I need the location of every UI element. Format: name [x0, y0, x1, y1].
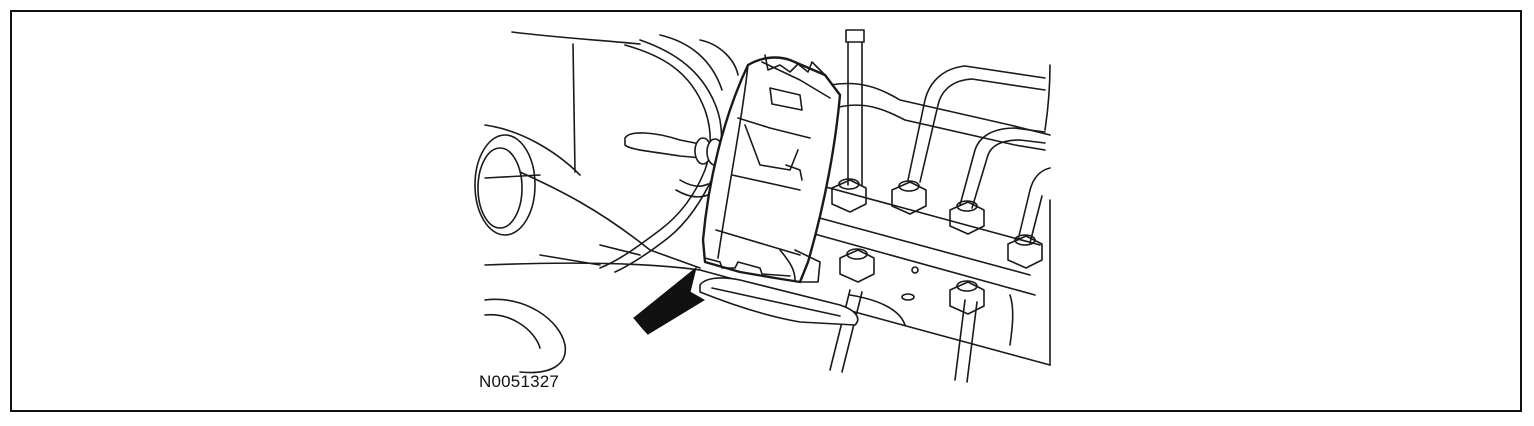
valve-body — [789, 82, 1051, 346]
mounting-bracket — [699, 277, 859, 326]
left-round-opening — [474, 134, 567, 374]
harness-clip — [624, 132, 724, 166]
brake-lines — [829, 29, 1051, 383]
pointer-arrow — [633, 266, 705, 335]
figure-id-label: N0051327 — [479, 372, 560, 391]
tube-nuts — [831, 178, 1043, 315]
electrical-connector — [701, 54, 842, 284]
